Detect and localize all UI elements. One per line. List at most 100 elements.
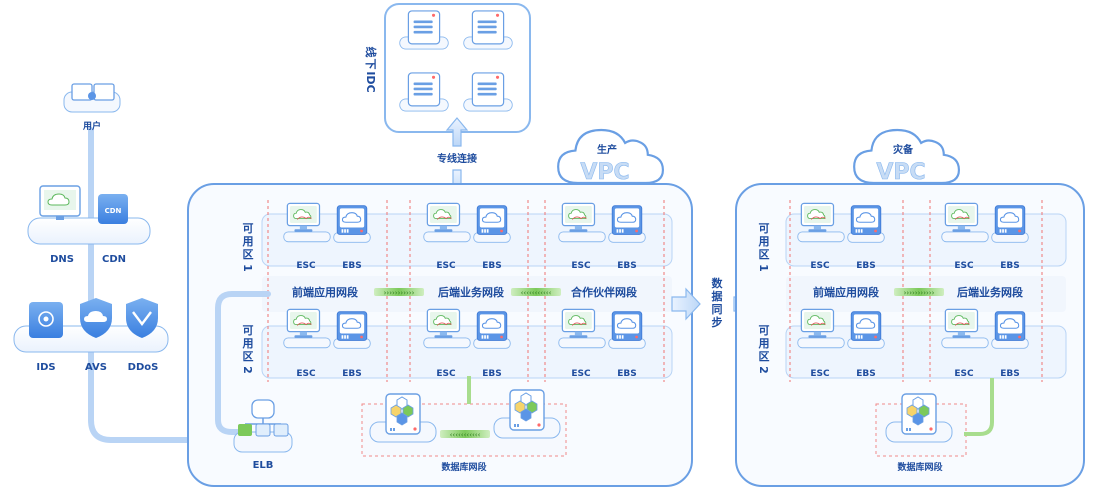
idc-title: 线 下 IDC (364, 47, 378, 93)
svg-text:数: 数 (712, 276, 724, 290)
sync-label: 数 据 同 步 (712, 276, 724, 329)
dr-segment-frontend: 前端应用网段 (813, 285, 879, 299)
svg-text:ESC: ESC (810, 369, 830, 379)
ddos-label: DDoS (128, 362, 159, 373)
dr-z1-ebs-2 (991, 205, 1029, 243)
svg-text:同: 同 (712, 303, 723, 316)
svg-text:区: 区 (759, 248, 770, 261)
elb-icon (233, 399, 293, 453)
prod-z1-ebs-3 (608, 205, 646, 243)
avs-label: AVS (85, 362, 107, 373)
prod-z1-labels: ESC EBS ESC EBS ESC EBS (296, 261, 636, 271)
svg-text:据: 据 (712, 289, 723, 303)
svg-text:2: 2 (757, 366, 770, 374)
dr-zone1-label: 可 用 区 1 (757, 222, 770, 272)
prod-zone1-label: 可 用 区 1 (241, 222, 254, 272)
prod-db-flow-bar: ‹‹‹‹‹‹‹‹‹‹‹ (440, 430, 490, 439)
svg-text:ESC: ESC (571, 369, 591, 379)
svg-text:用: 用 (243, 337, 254, 350)
svg-text:用: 用 (243, 235, 254, 248)
svg-text:区: 区 (243, 350, 254, 363)
dr-db-connector (964, 378, 994, 436)
prod-flow-bar-2: ‹‹‹‹‹‹‹‹‹‹‹ (511, 288, 561, 297)
left-connector (88, 127, 235, 443)
dr-z2-ebs-2 (991, 311, 1029, 349)
svg-text:ESC: ESC (571, 261, 591, 271)
prod-z2-ebs-1 (333, 311, 371, 349)
dr-z1-labels: ESC EBS ESC EBS (810, 261, 1019, 271)
svg-text:EBS: EBS (1000, 261, 1020, 271)
svg-text:‹‹‹‹‹‹‹‹‹‹‹: ‹‹‹‹‹‹‹‹‹‹‹ (521, 289, 552, 297)
prod-z2-ebs-3 (608, 311, 646, 349)
svg-text:1: 1 (241, 264, 254, 272)
private-line-label: 专线连接 (437, 152, 477, 165)
user-icon (63, 83, 121, 113)
sync-arrow-left (671, 287, 701, 321)
svg-text:‹‹‹‹‹‹‹‹‹‹‹: ‹‹‹‹‹‹‹‹‹‹‹ (450, 431, 481, 439)
prod-z2-labels: ESC EBS ESC EBS ESC EBS (296, 369, 636, 379)
svg-text:用: 用 (759, 235, 770, 248)
prod-zone2-label: 可 用 区 2 (241, 324, 254, 374)
svg-text:ESC: ESC (436, 261, 456, 271)
dr-z1-ebs-1 (847, 205, 885, 243)
prod-vpc-label: VPC (580, 160, 629, 185)
dr-segment-backend: 后端业务网段 (957, 285, 1023, 299)
prod-segment-partner: 合作伙伴网段 (571, 285, 637, 299)
idc-box (384, 3, 531, 133)
svg-text:EBS: EBS (342, 369, 362, 379)
svg-text:›››››››››››: ››››››››››› (384, 289, 415, 297)
dr-zone2-label: 可 用 区 2 (757, 324, 770, 374)
svg-text:ESC: ESC (810, 261, 830, 271)
dr-z2-ebs-1 (847, 311, 885, 349)
svg-text:可: 可 (759, 222, 770, 235)
prod-db-segment-label: 数据库网段 (441, 461, 487, 473)
svg-text:区: 区 (759, 350, 770, 363)
prod-flow-bar-1: ››››››››››› (374, 288, 424, 297)
svg-text:ESC: ESC (296, 261, 316, 271)
dns-label: DNS (50, 254, 74, 265)
svg-text:可: 可 (243, 324, 254, 337)
dr-db-segment-label: 数据库网段 (897, 461, 943, 473)
svg-text:1: 1 (757, 264, 770, 272)
svg-text:EBS: EBS (617, 369, 637, 379)
svg-text:EBS: EBS (856, 369, 876, 379)
svg-text:用: 用 (759, 337, 770, 350)
svg-text:2: 2 (241, 366, 254, 374)
svg-text:ESC: ESC (954, 369, 974, 379)
prod-segment-band (262, 276, 672, 312)
prod-z2-ebs-2 (473, 311, 511, 349)
svg-text:EBS: EBS (617, 261, 637, 271)
dr-z2-labels: ESC EBS ESC EBS (810, 369, 1019, 379)
svg-text:EBS: EBS (856, 261, 876, 271)
svg-text:EBS: EBS (482, 261, 502, 271)
svg-text:步: 步 (712, 315, 723, 329)
svg-text:ESC: ESC (436, 369, 456, 379)
svg-text:CDN: CDN (105, 207, 122, 215)
dns-cdn-tray (27, 217, 151, 245)
user-label: 用户 (82, 120, 101, 132)
elb-label: ELB (253, 460, 274, 471)
prod-zone2-band (261, 325, 673, 379)
ids-icon (29, 302, 63, 338)
svg-text:下: 下 (364, 59, 377, 70)
svg-text:EBS: EBS (1000, 369, 1020, 379)
dr-vpc-prefix: 灾备 (893, 143, 914, 156)
svg-text:可: 可 (759, 324, 770, 337)
dr-flow-bar: ››››››››››› (894, 288, 944, 297)
svg-text:EBS: EBS (342, 261, 362, 271)
svg-text:›››››››››››: ››››››››››› (904, 289, 935, 297)
svg-text:ESC: ESC (296, 369, 316, 379)
dns-icon (39, 185, 81, 220)
svg-text:区: 区 (243, 248, 254, 261)
ddos-icon (126, 298, 158, 338)
cdn-icon: CDN (98, 194, 128, 224)
svg-text:ESC: ESC (954, 261, 974, 271)
svg-text:EBS: EBS (482, 369, 502, 379)
prod-z1-ebs-1 (333, 205, 371, 243)
avs-icon (80, 298, 112, 338)
prod-segment-backend: 后端业务网段 (438, 285, 504, 299)
elb-connector (215, 291, 271, 435)
prod-vpc-prefix: 生产 (597, 143, 617, 156)
svg-text:IDC: IDC (364, 71, 377, 92)
